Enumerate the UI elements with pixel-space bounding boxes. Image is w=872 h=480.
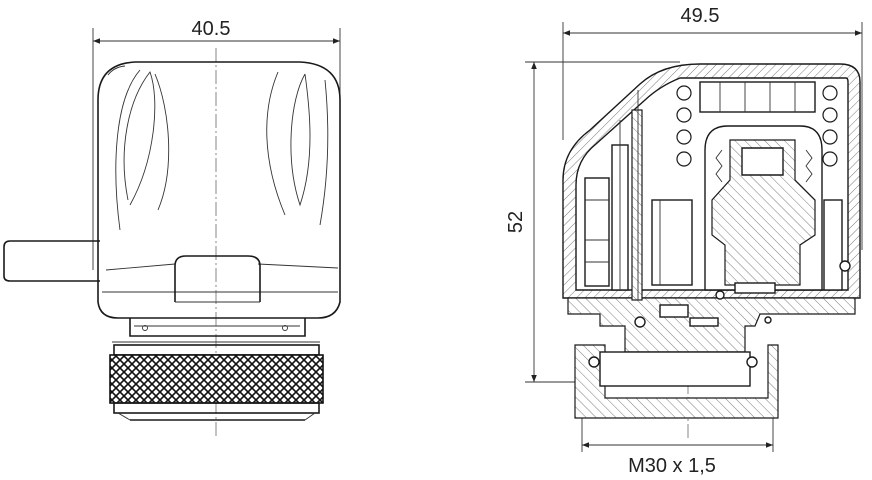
height-label: 52 [505,211,527,233]
dimension-width-right: 49.5 [562,5,863,250]
dimension-thread: M30 x 1,5 [581,418,774,477]
dimension-height: 52 [505,61,680,383]
right-spring [822,85,838,167]
right-width-label: 49.5 [681,5,720,27]
left-width-label: 40.5 [192,18,231,40]
dimension-width-left: 40.5 [92,18,341,270]
section-view: 49.5 52 M30 x 1,5 [505,5,863,477]
left-spring [676,85,692,167]
thread-label: M30 x 1,5 [628,455,716,477]
side-view: 40.5 [3,18,341,438]
